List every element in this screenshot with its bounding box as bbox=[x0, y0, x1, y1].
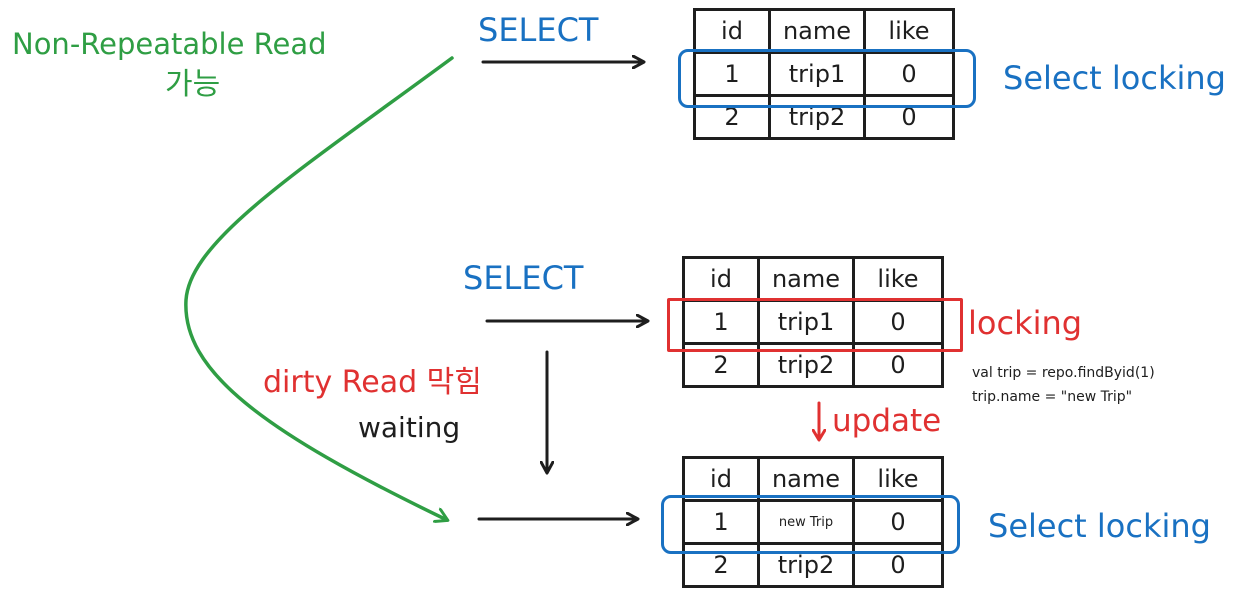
select-top-label: SELECT bbox=[478, 11, 599, 49]
table-cell: 0 bbox=[863, 51, 955, 97]
header-cell: like bbox=[852, 256, 944, 302]
header-cell: id bbox=[693, 8, 771, 54]
update-label: update bbox=[832, 403, 942, 439]
table-top: id name like 1 trip1 0 2 trip2 0 bbox=[693, 8, 955, 140]
header-cell: name bbox=[757, 456, 855, 502]
table-cell: 2 bbox=[682, 542, 760, 588]
header-cell: id bbox=[682, 256, 760, 302]
table-row: 1 trip1 0 bbox=[682, 299, 944, 345]
header-cell: name bbox=[757, 256, 855, 302]
table-cell: new Trip bbox=[757, 499, 855, 545]
header-cell: id bbox=[682, 456, 760, 502]
dirty-read-label: dirty Read 막힘 bbox=[263, 365, 482, 400]
table-cell: 2 bbox=[693, 94, 771, 140]
table-cell: 0 bbox=[852, 542, 944, 588]
select-mid-label: SELECT bbox=[463, 259, 584, 297]
table-header-row: id name like bbox=[693, 8, 955, 54]
select-lock-highlight-top bbox=[678, 49, 976, 108]
waiting-label: waiting bbox=[358, 411, 461, 444]
table-row: 1 new Trip 0 bbox=[682, 499, 944, 545]
table-row: 1 trip1 0 bbox=[693, 51, 955, 97]
table-bottom: id name like 1 new Trip 0 2 trip2 0 bbox=[682, 456, 944, 588]
table-cell: 0 bbox=[852, 499, 944, 545]
table-cell: 0 bbox=[863, 94, 955, 140]
table-cell: trip1 bbox=[757, 299, 855, 345]
table-row: 2 trip2 0 bbox=[682, 542, 944, 588]
table-cell: 1 bbox=[682, 499, 760, 545]
non-repeatable-read-label: Non-Repeatable Read bbox=[12, 27, 327, 61]
table-cell: trip1 bbox=[768, 51, 866, 97]
code-line-1: val trip = repo.findByid(1) bbox=[972, 365, 1155, 381]
table-cell: trip2 bbox=[757, 542, 855, 588]
table-header-row: id name like bbox=[682, 256, 944, 302]
table-cell: 1 bbox=[682, 299, 760, 345]
non-repeatable-read-sublabel: 가능 bbox=[165, 67, 221, 102]
header-cell: name bbox=[768, 8, 866, 54]
select-locking-top-label: Select locking bbox=[1003, 59, 1226, 97]
header-cell: like bbox=[852, 456, 944, 502]
code-line-2: trip.name = "new Trip" bbox=[972, 389, 1133, 405]
table-cell: 0 bbox=[852, 299, 944, 345]
select-lock-highlight-bottom bbox=[661, 495, 960, 554]
select-locking-bottom-label: Select locking bbox=[988, 507, 1211, 545]
locking-label: locking bbox=[968, 304, 1083, 342]
transaction-curve-arrow bbox=[184, 56, 454, 520]
table-row: 2 trip2 0 bbox=[693, 94, 955, 140]
header-cell: like bbox=[863, 8, 955, 54]
table-cell: 1 bbox=[693, 51, 771, 97]
table-middle: id name like 1 trip1 0 2 trip2 0 bbox=[682, 256, 944, 388]
table-header-row: id name like bbox=[682, 456, 944, 502]
lock-highlight-middle bbox=[667, 298, 963, 352]
